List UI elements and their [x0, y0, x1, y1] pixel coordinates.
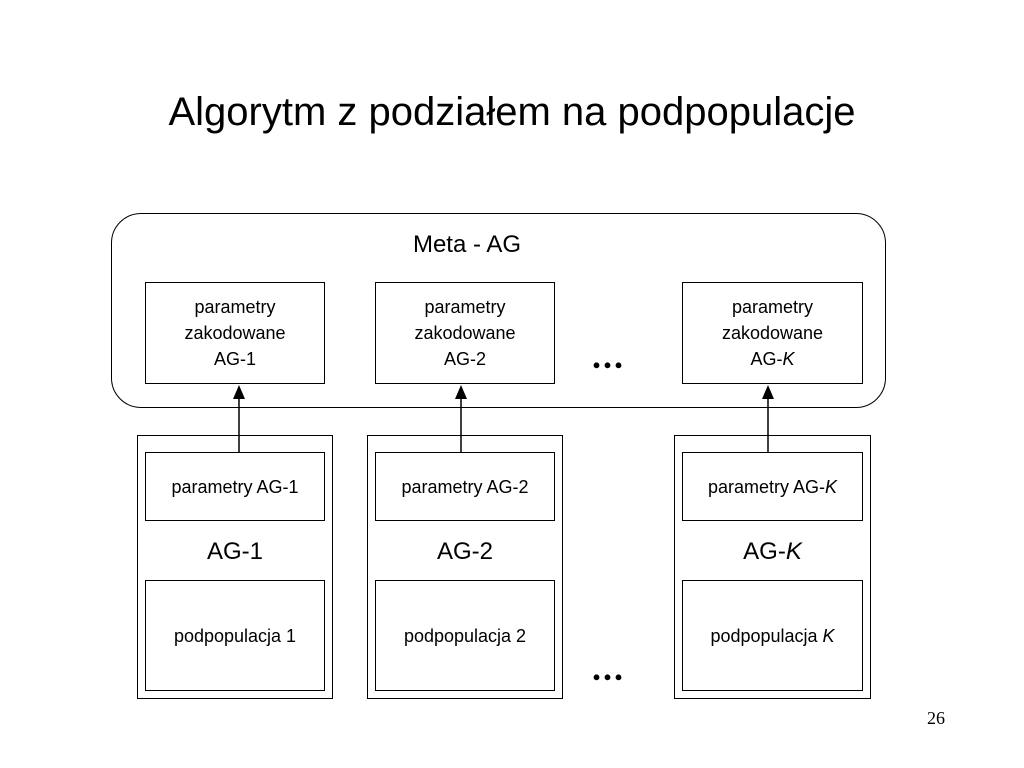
ag-1-label: AG-1	[206, 538, 264, 565]
params-label: parametry AG-K	[707, 476, 838, 497]
params-box-ag-k: parametry AG-K	[682, 452, 863, 521]
encoded-params-line2: zakodowane	[184, 323, 286, 343]
params-box-ag-2: parametry AG-2	[375, 452, 555, 521]
params-label: parametry AG-1	[171, 476, 299, 497]
subpopulation-box-k: podpopulacja K	[682, 580, 863, 691]
slide-title: Algorytm z podziałem na podpopulacje	[168, 90, 856, 134]
encoded-params-id: AG-K	[750, 349, 795, 369]
ag-k-label: AG-K	[743, 538, 802, 565]
arrow-ag-2	[455, 385, 467, 452]
encoded-params-line2: zakodowane	[721, 323, 824, 343]
subpopulation-label: podpopulacja K	[710, 625, 835, 646]
subpopulation-box-1: podpopulacja 1	[145, 580, 325, 691]
subpopulation-label: podpopulacja 2	[403, 625, 527, 646]
encoded-params-line1: parametry	[194, 297, 276, 317]
bottom-ellipsis: ...	[592, 648, 625, 688]
encoded-params-box-1: parametry zakodowane AG-1	[145, 282, 325, 384]
encoded-params-line1: parametry	[424, 297, 506, 317]
meta-ag-container	[111, 213, 886, 408]
arrow-ag-1	[233, 385, 245, 452]
arrow-ag-k	[762, 385, 774, 452]
encoded-params-box-2: parametry zakodowane AG-2	[375, 282, 555, 384]
encoded-params-line2: zakodowane	[414, 323, 516, 343]
params-label: parametry AG-2	[401, 476, 529, 497]
subpopulation-label: podpopulacja 1	[173, 625, 297, 646]
encoded-params-line1: parametry	[731, 297, 814, 317]
ag-2-label: AG-2	[436, 538, 494, 565]
encoded-params-id: AG-1	[213, 349, 257, 369]
meta-ellipsis: ...	[592, 336, 625, 376]
page-number: 26	[927, 708, 945, 728]
encoded-params-box-k: parametry zakodowane AG-K	[682, 282, 863, 384]
subpopulation-box-2: podpopulacja 2	[375, 580, 555, 691]
meta-ag-label: Meta - AG	[412, 231, 522, 258]
params-box-ag-1: parametry AG-1	[145, 452, 325, 521]
encoded-params-id: AG-2	[443, 349, 487, 369]
